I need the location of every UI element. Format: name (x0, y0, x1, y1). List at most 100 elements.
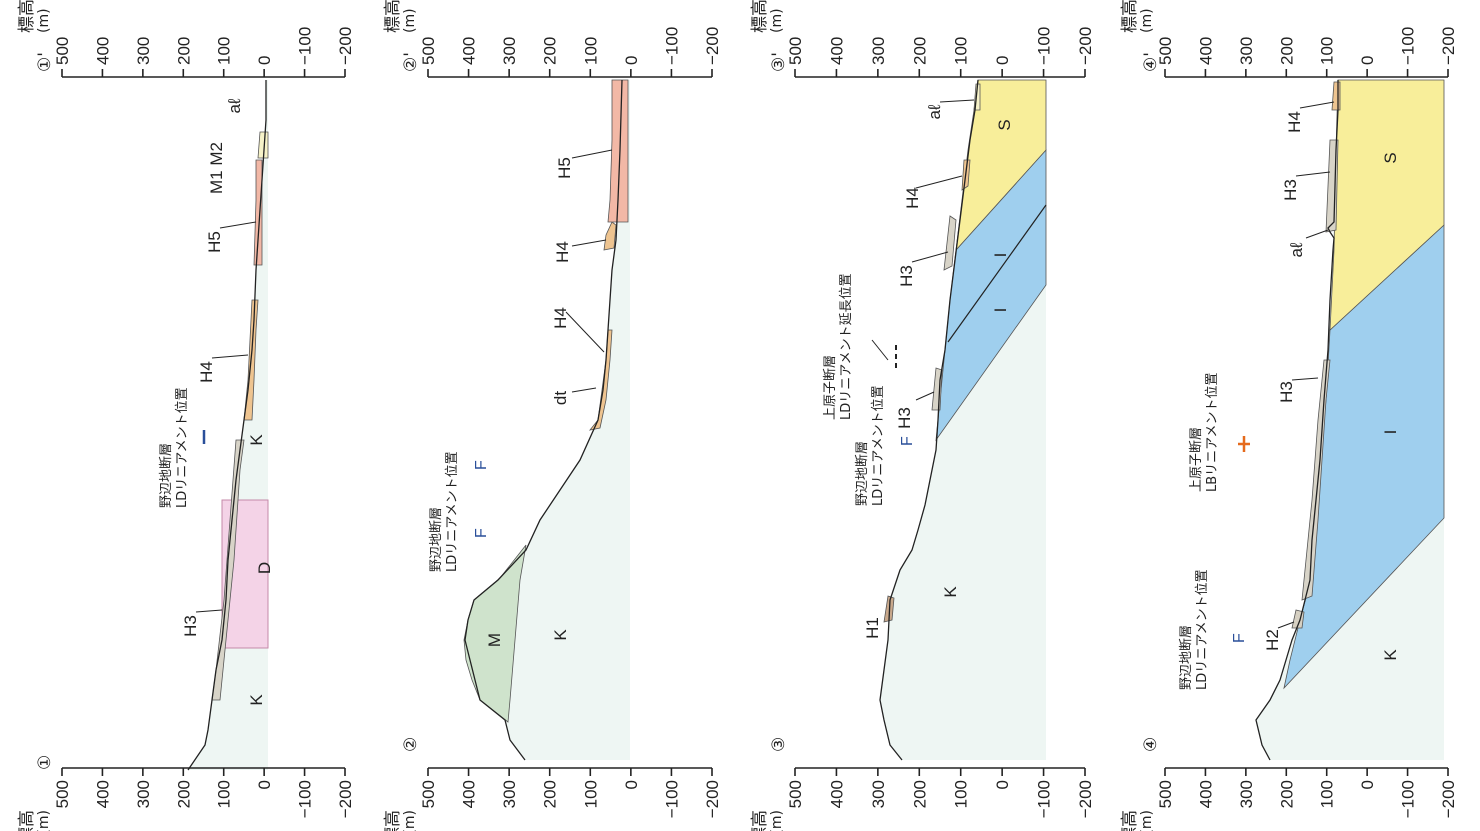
terrace-label: aℓ (925, 104, 944, 119)
axis-tick-label: 500 (53, 780, 72, 808)
terrace-label: H2 (1263, 629, 1282, 651)
axis-tick-label: 200 (910, 780, 929, 808)
axis-tick-label: −200 (703, 27, 722, 65)
terrace-h4-fill (1331, 81, 1341, 111)
axis-unit: (m) (402, 8, 418, 33)
unit-label: D (255, 562, 274, 574)
section-start-label: ③ (769, 737, 789, 752)
terrace-label: H3 (1281, 179, 1300, 201)
unit-label: K (247, 434, 266, 446)
axis-tick-label: 500 (419, 37, 438, 65)
axis-tick-label: 100 (1318, 780, 1337, 808)
annotation-line2: LDリニアメント位置 (871, 385, 886, 506)
svg-text:F: F (473, 460, 490, 470)
axis-tick-label: −200 (1439, 780, 1458, 818)
annotation-line1: 野辺地断層 (159, 443, 174, 508)
axis-tick-label: 200 (174, 780, 193, 808)
section-1 (187, 80, 269, 771)
axis-tick-label: 200 (1277, 780, 1296, 808)
terrace-leaders (1277, 101, 1335, 629)
axis-tick-label: 400 (1196, 37, 1215, 65)
axis-tick-label: 500 (786, 780, 805, 808)
terrace-label: H4 (903, 187, 922, 209)
axis-tick-label: −100 (1399, 27, 1418, 65)
axis-tick-label: −200 (336, 27, 355, 65)
fault-mark: F (1231, 633, 1248, 643)
axis-tick-label: −100 (1035, 27, 1054, 65)
axis-tick-label: −200 (1076, 780, 1095, 818)
terrace-label: H4 (1285, 111, 1304, 133)
axis-tick-label: 400 (460, 37, 479, 65)
section-3: F (871, 79, 1047, 761)
axis-tick-label: 300 (500, 37, 519, 65)
axis-tick-label: 100 (215, 37, 234, 65)
fault-marks: F F (473, 460, 490, 538)
axis-tick-label: 100 (215, 780, 234, 808)
annotation-line1: 上原子断層 (1189, 427, 1204, 492)
axis-tick-label: 0 (1358, 780, 1377, 789)
axis-tick-label: 0 (255, 780, 274, 789)
axis-tick-label: 300 (869, 780, 888, 808)
axis-tick-label: 500 (1156, 780, 1175, 808)
axis-caption: 標高 (17, 0, 37, 33)
axis-caption: 標高 (750, 0, 770, 33)
axis-tick-label: −100 (296, 780, 315, 818)
unit-label: I (991, 308, 1010, 313)
terrace-label: H3 (181, 615, 200, 637)
terrace-label: dt (551, 391, 570, 405)
annotation-line1: 野辺地断層 (429, 507, 444, 572)
axis-caption: 標高 (1120, 810, 1140, 831)
unit-i-boundary (947, 204, 1047, 343)
axis-tick-label: 0 (993, 56, 1012, 65)
axis-tick-label: 500 (53, 37, 72, 65)
axis-tick-label: −100 (296, 27, 315, 65)
unit-label: S (995, 119, 1014, 130)
section-2: F F (463, 79, 630, 761)
axis-tick-label: 0 (993, 780, 1012, 789)
axis-tick-label: 500 (419, 780, 438, 808)
terrace-label: H3 (895, 407, 914, 429)
axis-tick-label: 100 (952, 780, 971, 808)
section-start-label: ② (401, 737, 421, 752)
unit-label: K (551, 629, 570, 641)
axis-caption: 標高 (383, 810, 403, 831)
ground-surface (464, 79, 623, 761)
terrace-label: M1 M2 (207, 142, 226, 194)
axis-tick-label: 500 (1156, 37, 1175, 65)
axis-caption: 標高 (17, 810, 37, 831)
axis-tick-label: 300 (1237, 780, 1256, 808)
axis-unit: (m) (1139, 8, 1155, 33)
annotation-line1: 野辺地断層 (855, 441, 870, 506)
axis-caption: 標高 (1120, 0, 1140, 33)
axis-tick-label: 300 (1237, 37, 1256, 65)
unit-label: M (485, 633, 504, 647)
axis-tick-label: −100 (662, 780, 681, 818)
axis-unit: (m) (36, 8, 52, 33)
svg-text:F: F (473, 528, 490, 538)
axis-tick-label: 300 (869, 37, 888, 65)
axis-tick-label: 0 (622, 56, 641, 65)
ground-surface (187, 80, 267, 771)
section-start-label: ④ (1141, 737, 1161, 752)
terrace-leaders (195, 221, 257, 613)
annotation-line2: LBリニアメント位置 (1205, 372, 1220, 492)
axis-tick-label: 400 (460, 780, 479, 808)
axis-tick-label: 300 (134, 780, 153, 808)
terrace-label: H5 (555, 157, 574, 179)
section-end-label: ②' (401, 52, 421, 72)
axis-tick-label: 300 (134, 37, 153, 65)
axis-caption: 標高 (750, 810, 770, 831)
axis-tick-label: 100 (952, 37, 971, 65)
axis-tick-label: 0 (1358, 56, 1377, 65)
section-4: F (1231, 79, 1445, 761)
axis-unit: (m) (769, 810, 785, 831)
terrace-label: H4 (197, 361, 216, 383)
annotation-line2: LDリニアメント位置 (1195, 569, 1210, 690)
axis-tick-label: 200 (541, 37, 560, 65)
terrace-label: aℓ (225, 98, 244, 113)
axis-tick-label: 400 (827, 37, 846, 65)
